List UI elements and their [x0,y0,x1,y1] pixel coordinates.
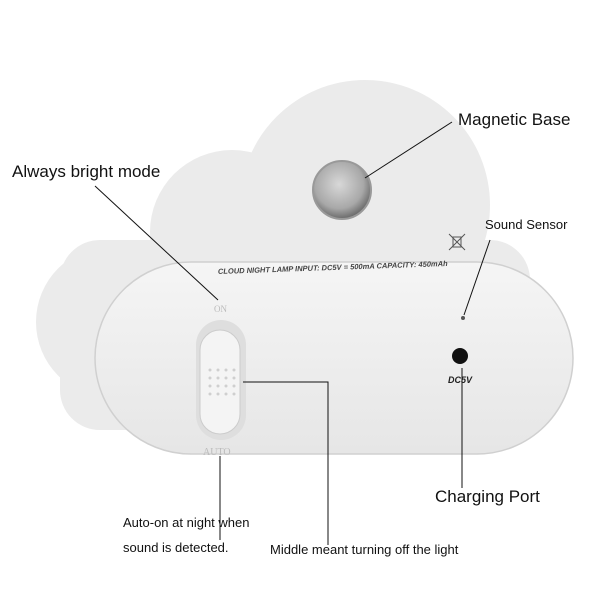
sound-sensor-label: Sound Sensor [485,217,568,232]
port-label: DC5V [448,375,473,385]
slide-switch[interactable] [196,320,246,440]
auto-on-label-2: sound is detected. [123,540,229,555]
magnetic-base-label: Magnetic Base [458,110,571,129]
auto-on-label-1: Auto-on at night when [123,515,250,530]
middle-off-label: Middle meant turning off the light [270,542,459,557]
switch-auto-label: AUTO [203,447,231,458]
switch-on-label: ON [214,304,227,314]
cloud-front-panel [94,261,574,455]
wheee-bin-icon [448,233,466,251]
sound-sensor-hole [461,316,465,320]
callout-lines [94,121,491,545]
magnet [312,160,372,220]
charging-port [452,348,468,364]
always-bright-label: Always bright mode [12,162,161,181]
charging-port-label: Charging Port [435,487,540,506]
